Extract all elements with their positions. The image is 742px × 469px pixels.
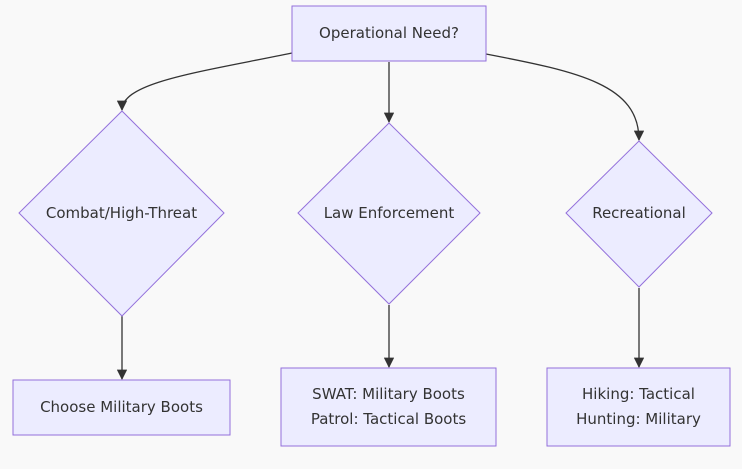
node-recreational-label: Recreational	[592, 203, 686, 222]
node-combat-shape[interactable]	[18, 110, 225, 317]
node-combat-label: Combat/High-Threat	[45, 203, 198, 222]
edge-need-to-recreational	[485, 53, 645, 142]
node-le-boots-line1: SWAT: Military Boots	[312, 385, 465, 403]
node-military-boots-label-box: Choose Military Boots	[13, 380, 230, 435]
node-law-enforcement-label-box: Law Enforcement	[298, 200, 480, 226]
node-operational-need-shape[interactable]	[291, 5, 487, 62]
node-rec-boots-shape[interactable]	[546, 367, 731, 447]
node-combat-label-box: Combat/High-Threat	[19, 200, 224, 226]
node-le-boots-shape[interactable]	[280, 367, 497, 447]
edge-need-to-combat	[116, 52, 293, 112]
node-military-boots-label: Choose Military Boots	[40, 398, 203, 416]
node-operational-need-label-box: Operational Need?	[292, 6, 486, 61]
node-military-boots-shape[interactable]	[12, 379, 231, 436]
node-recreational-label-box: Recreational	[566, 200, 712, 226]
node-le-boots-line2: Patrol: Tactical Boots	[310, 410, 467, 428]
node-le-boots-label-box: SWAT: Military Boots Patrol: Tactical Bo…	[281, 368, 496, 446]
node-law-enforcement-shape[interactable]	[297, 122, 481, 305]
node-law-enforcement-label: Law Enforcement	[323, 203, 455, 222]
node-rec-boots-line2: Hunting: Military	[576, 410, 701, 428]
node-operational-need-label: Operational Need?	[319, 24, 459, 42]
node-rec-boots-label-box: Hiking: Tactical Hunting: Military	[547, 368, 730, 446]
node-recreational-shape[interactable]	[565, 140, 713, 288]
node-rec-boots-line1: Hiking: Tactical	[582, 385, 695, 403]
